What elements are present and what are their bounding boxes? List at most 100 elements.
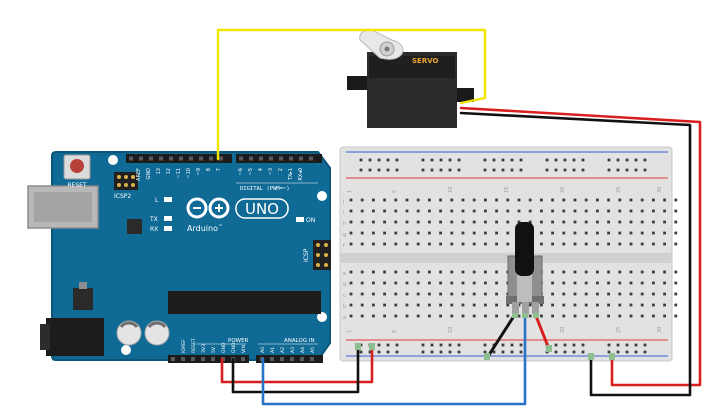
rail-hole [501,343,505,347]
breadboard-hole [540,231,543,235]
rail-hole [634,350,638,354]
breadboard-hole [551,314,554,318]
breadboard-hole [394,242,398,246]
breadboard-hole [416,220,420,224]
breadboard-hole [383,209,386,213]
breadboard-hole [596,303,599,307]
rail-hole [643,168,647,172]
breadboard-hole [495,231,498,235]
rail-hole [421,350,425,354]
breadboard-hole [573,198,577,202]
breadboard-hole [618,198,622,202]
breadboard-hole [360,314,364,318]
breadboard-hole [461,231,465,235]
rail-hole [581,343,585,347]
breadboard-hole [517,198,521,202]
row-letter: g [343,232,346,238]
analog-pin [290,357,294,361]
analog-pin-label: A5 [310,347,316,353]
breadboard-hole [372,270,375,274]
rail-hole [519,343,523,347]
header-pin [209,156,213,161]
reset-label: RESET [67,182,87,189]
rail-hole [421,158,425,162]
rail-hole [643,158,647,162]
breadboard-hole [540,198,543,202]
breadboard-hole [629,303,633,307]
breadboard-hole [584,198,588,202]
breadboard-hole [484,220,487,224]
breadboard-hole [349,198,353,202]
breadboard-hole [416,303,420,307]
header-pin [289,156,293,161]
breadboard-hole [652,220,655,224]
mounting-hole [317,191,327,201]
breadboard-hole [349,303,353,307]
breadboard-hole [372,198,375,202]
power-pin [201,357,205,361]
row-letter: i [343,210,344,216]
breadboard-hole [372,314,375,318]
breadboard-hole [439,292,442,296]
breadboard-hole [416,314,420,318]
breadboard-hole [461,292,465,296]
breadboard-hole [506,303,510,307]
rail-hole [448,350,452,354]
analog-label: ANALOG IN [284,338,315,344]
breadboard-hole [416,209,420,213]
digital-pin-label: 7 [216,168,222,171]
breadboard-hole [372,281,375,285]
rail-hole [492,350,496,354]
breadboard-hole [551,292,554,296]
breadboard-hole [652,231,655,235]
breadboard-hole [528,209,532,213]
rail-hole [386,350,390,354]
capacitor-right [144,320,170,346]
led-rx-label: RX [150,226,158,233]
power-jack [46,318,104,356]
analog-header [256,355,323,363]
servo-motor: SERVO [347,29,474,128]
breadboard-hole [607,209,610,213]
breadboard-hole [573,231,577,235]
rail-hole [554,350,558,354]
breadboard-hole [663,314,666,318]
rail-hole [368,168,372,172]
breadboard-hole [405,314,409,318]
breadboard-hole [484,270,487,274]
rail-hole [421,343,425,347]
breadboard-hole [674,242,678,246]
pot-leg-3 [532,302,539,314]
servo-top [369,56,455,78]
breadboard-hole [349,209,353,213]
rail-hole [492,158,496,162]
breadboard-hole [584,231,588,235]
header-pin [279,156,283,161]
breadboard-hole [439,270,442,274]
digital-pin-label: ~10 [186,168,192,179]
analog-pin [300,357,304,361]
rail-hole [519,158,523,162]
breadboard-hole [450,231,454,235]
breadboard-hole [428,198,431,202]
breadboard-hole [663,209,666,213]
breadboard-hole [629,220,633,224]
power-pin-label: 3V3 [201,344,207,353]
breadboard-hole [472,231,476,235]
breadboard-hole [618,231,622,235]
reset-button-cap[interactable] [70,159,84,173]
breadboard-hole [506,198,510,202]
rail-hole [395,350,399,354]
header-pin [149,156,153,161]
wire-red-5v [220,347,374,384]
rail-hole [386,168,390,172]
rail-hole [572,350,576,354]
breadboard-hole [562,220,566,224]
breadboard-hole [663,220,666,224]
header-pin [249,156,253,161]
wire-end [533,313,539,318]
breadboard-hole [573,242,577,246]
pot-knob[interactable] [515,222,534,276]
wires [216,28,702,406]
